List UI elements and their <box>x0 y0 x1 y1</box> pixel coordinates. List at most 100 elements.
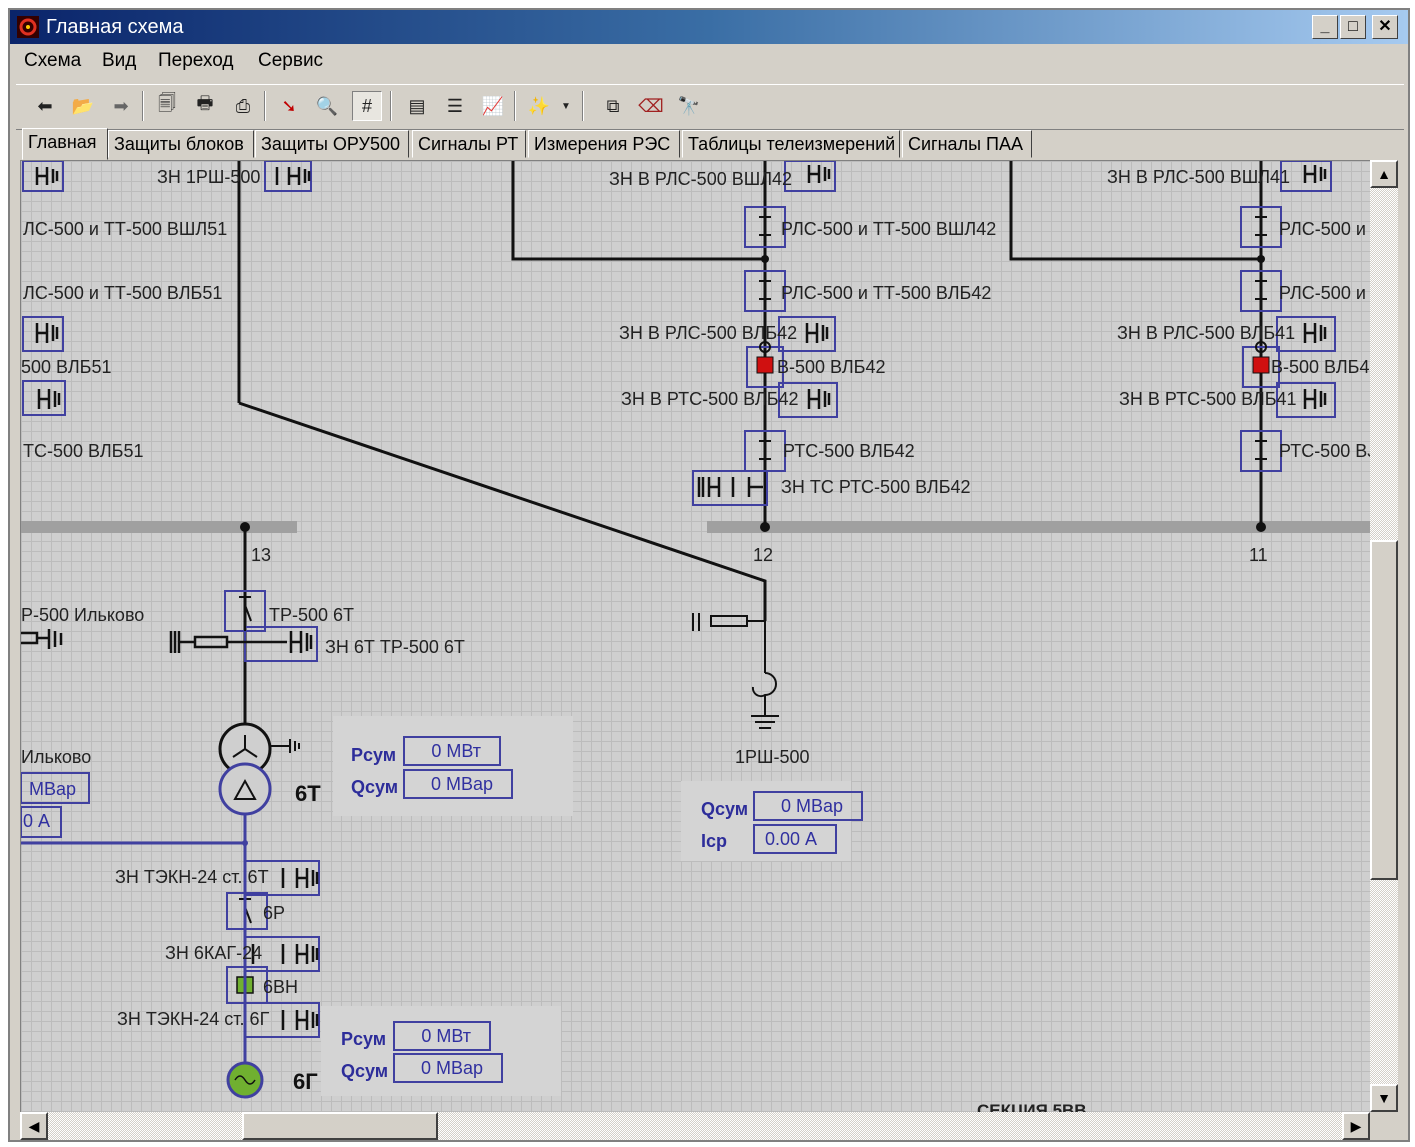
tab-main[interactable]: Главная <box>22 128 108 160</box>
disconnector-rls-vlb42[interactable] <box>744 270 786 312</box>
scroll-right-button[interactable]: ▶ <box>1342 1112 1370 1140</box>
tab-telemetry-tables[interactable]: Таблицы телеизмерений <box>682 130 900 158</box>
breaker-vlb41-closed[interactable] <box>1252 356 1270 374</box>
single-line-diagram <box>21 161 1371 1099</box>
menu-view[interactable]: Вид <box>102 50 137 71</box>
label-generator-6g: 6Г <box>293 1069 318 1094</box>
meas-box-left-i <box>21 806 62 838</box>
close-button[interactable]: ✕ <box>1372 15 1398 39</box>
value-qsum-1rsh: 0 МВар <box>753 791 863 821</box>
label-zn-rts-vlb42: ЗН В РТС-500 ВЛБ42 <box>621 389 799 409</box>
scroll-left-button[interactable]: ◀ <box>20 1112 48 1140</box>
disconnector-6r[interactable] <box>226 892 268 930</box>
horizontal-scrollbar[interactable]: ◀ ▶ <box>20 1112 1370 1140</box>
junction-dot <box>1257 255 1265 263</box>
transformer-6t-symbol[interactable] <box>218 722 300 861</box>
scroll-up-button[interactable]: ▲ <box>1370 160 1398 188</box>
disconnector-glyph <box>1255 275 1267 305</box>
ground-switch-rls-vlb41[interactable] <box>1276 316 1336 352</box>
disconnector-glyph <box>759 211 771 241</box>
breaker-frame-vlb41[interactable] <box>1242 346 1280 388</box>
ground-glyph <box>1303 323 1327 343</box>
disconnector-rls-41b[interactable] <box>1240 270 1282 312</box>
breaker-vlb42-closed[interactable] <box>756 356 774 374</box>
scroll-down-button[interactable]: ▼ <box>1370 1084 1398 1112</box>
menu-scheme[interactable]: Схема <box>24 50 82 71</box>
ground-switch-rts-vlb42[interactable] <box>778 382 838 418</box>
pointer-icon[interactable]: ➘ <box>281 95 297 116</box>
ground-switch-left-top[interactable] <box>22 161 64 192</box>
eraser-icon[interactable]: ⌫ <box>638 95 664 116</box>
value-qsum-6t: 0 МВар <box>403 769 513 799</box>
ground-switch-vshl41[interactable] <box>1280 161 1332 192</box>
vertical-scrollbar[interactable]: ▲ ▼ <box>1370 160 1398 1112</box>
ground-switch-rts-vlb41[interactable] <box>1276 382 1336 418</box>
tab-paa-signals[interactable]: Сигналы ПАА <box>902 130 1032 158</box>
label-rls-vshl51: ЛС-500 и ТТ-500 ВШЛ51 <box>23 219 228 239</box>
menu-bar: Схема Вид Переход Сервис <box>10 46 1408 78</box>
dropdown-arrow-icon[interactable]: ▼ <box>561 100 571 112</box>
disconnector-rls-41a[interactable] <box>1240 206 1282 248</box>
horizontal-scroll-thumb[interactable] <box>242 1112 438 1140</box>
ground-switch-1rsh[interactable] <box>264 161 312 192</box>
label-v-vlb41: В-500 ВЛБ4 <box>1271 357 1370 377</box>
open-folder-icon[interactable]: 📂 <box>71 95 95 116</box>
ground-glyph <box>281 1010 319 1030</box>
disconnector-rts-41[interactable] <box>1240 430 1282 472</box>
printer-setup-icon[interactable]: 🖶 <box>196 93 214 113</box>
title-bar[interactable]: Главная схема _ □ ✕ <box>10 10 1408 44</box>
main-window: Главная схема _ □ ✕ Схема Вид Переход Се… <box>8 8 1410 1142</box>
minimize-button[interactable]: _ <box>1312 15 1338 39</box>
ground-glyph <box>37 389 61 409</box>
label-rls-41b: РЛС-500 и Т <box>1279 283 1371 303</box>
maximize-button[interactable]: □ <box>1340 15 1366 39</box>
breaker-frame-vlb42[interactable] <box>746 346 784 388</box>
label-v-vlb51: 500 ВЛБ51 <box>21 357 112 377</box>
wand-icon[interactable]: ✨ <box>527 95 551 116</box>
tab-res-measurements[interactable]: Измерения РЭС <box>528 130 680 158</box>
label-rts-vlb42: РТС-500 ВЛБ42 <box>783 441 915 461</box>
disconnector-rls-vshl42[interactable] <box>744 206 786 248</box>
tab-rt-signals[interactable]: Сигналы РТ <box>412 130 526 158</box>
ground-switch-left-2[interactable] <box>22 380 66 416</box>
magnifier-icon[interactable]: 🔍 <box>315 95 339 116</box>
label-psum-6g: Рсум <box>341 1029 387 1049</box>
copy-icon[interactable]: ⧉ <box>606 95 620 116</box>
table-icon[interactable]: ▤ <box>408 95 426 116</box>
back-icon[interactable]: ⬅ <box>37 95 53 116</box>
toolbar: ⬅ 📂 ➡ 🗐 🖶 ⎙ ➘ 🔍 # ▤ ☰ 📈 ✨ ▼ ⧉ ⌫ 🔭 <box>16 84 1404 130</box>
line-vshl42-link <box>511 161 765 261</box>
ground-switch-left-1[interactable] <box>22 316 64 352</box>
label-rts-41: РТС-500 ВЈ <box>1279 441 1371 461</box>
vertical-scroll-thumb[interactable] <box>1370 540 1398 880</box>
forward-icon[interactable]: ➡ <box>113 95 129 116</box>
menu-navigate[interactable]: Переход <box>158 50 234 71</box>
generator-6g-symbol[interactable] <box>226 1061 264 1099</box>
value-icp-1rsh: 0.00 А <box>753 824 837 854</box>
label-psum-6t: Рсум <box>351 745 397 765</box>
tab-block-protection[interactable]: Защиты блоков <box>108 130 254 158</box>
label-zn-tekn-6t: ЗН ТЭКН-24 ст. 6Т <box>115 867 269 887</box>
tab-oru500-protection[interactable]: Защиты ОРУ500 <box>255 130 409 158</box>
printer-icon[interactable]: ⎙ <box>235 95 251 116</box>
chart-icon[interactable]: 📈 <box>481 95 505 116</box>
ground-glyph <box>21 629 63 649</box>
label-icp-1rsh: Iср <box>701 831 728 851</box>
measurement-panel-1rsh <box>681 781 851 861</box>
label-zn-6t: ЗН 6Т ТР-500 6Т <box>325 637 465 657</box>
ground-glyph <box>807 389 831 409</box>
ground-switch-rls-vlb42[interactable] <box>778 316 836 352</box>
node-13-dot <box>240 522 250 532</box>
line-vshl41-link <box>1009 161 1261 261</box>
label-node-11: 11 <box>1249 545 1268 565</box>
ground-switch-vshl42[interactable] <box>784 161 836 192</box>
window-title: Главная схема <box>46 16 184 38</box>
menu-service[interactable]: Сервис <box>258 50 324 71</box>
document-icon[interactable]: 🗐 <box>158 93 176 113</box>
grid-icon[interactable]: # <box>352 91 382 121</box>
binoculars-icon[interactable]: 🔭 <box>677 95 701 116</box>
scheme-canvas[interactable]: ЗН 1РШ-500 ЛС-500 и ТТ-500 ВШЛ51 ЛС-500 … <box>20 160 1371 1113</box>
ground-switch-6t[interactable] <box>244 626 318 662</box>
report-icon[interactable]: ☰ <box>446 95 464 116</box>
ground-switch-ts-rts-vlb42[interactable] <box>692 470 768 506</box>
